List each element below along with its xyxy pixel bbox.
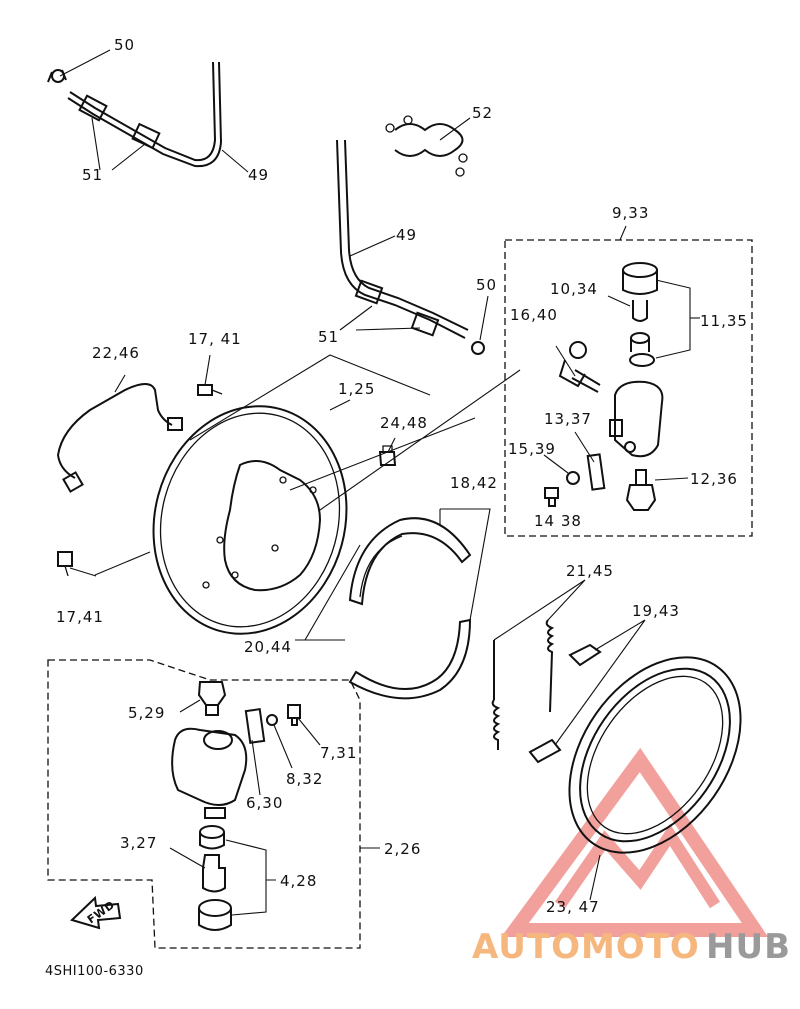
label-16-40: 16,40	[510, 306, 558, 324]
label-3-27: 3,27	[120, 834, 157, 852]
brake-shoe-lower	[348, 618, 472, 700]
brake-pipe-upper-left	[47, 61, 223, 168]
diagram-code: 4SHI100-6330	[45, 964, 144, 979]
label-1-25: 1,25	[338, 380, 375, 398]
label-50-top: 50	[114, 36, 135, 54]
callout-box-2-26	[47, 659, 361, 949]
label-5-29: 5,29	[128, 704, 165, 722]
label-6-30: 6,30	[246, 794, 283, 812]
drum-seal-ring-23	[568, 656, 742, 854]
label-24-48: 24,48	[380, 414, 428, 432]
label-11-35: 11,35	[700, 312, 748, 330]
label-8-32: 8,32	[286, 770, 323, 788]
label-21-45: 21,45	[566, 562, 614, 580]
bleeder-5	[197, 681, 227, 716]
wheel-cylinder-body	[558, 341, 664, 458]
label-51-top: 51	[82, 166, 103, 184]
pipe-clip-52	[385, 115, 468, 177]
label-20-44: 20,44	[244, 638, 292, 656]
bolt-14	[544, 487, 559, 507]
callout-box-9-33	[504, 239, 753, 537]
brake-backing-plate	[152, 405, 348, 635]
label-50-mid: 50	[476, 276, 497, 294]
label-49-mid: 49	[396, 226, 417, 244]
label-12-36: 12,36	[690, 470, 738, 488]
cup-4-bottom	[198, 899, 232, 931]
label-18-42: 18,42	[450, 474, 498, 492]
piston-3	[202, 854, 226, 893]
fwd-arrow-icon: FWD	[70, 895, 122, 930]
brake-shoe-upper	[348, 517, 472, 606]
nut-15	[566, 471, 580, 485]
label-7-31: 7,31	[320, 744, 357, 762]
label-9-33: 9,33	[612, 204, 649, 222]
label-52: 52	[472, 104, 493, 122]
bolt-24	[378, 445, 397, 466]
label-4-28: 4,28	[280, 872, 317, 890]
return-springs-21	[491, 619, 555, 750]
bolt-17-top	[197, 384, 223, 396]
label-51-mid: 51	[318, 328, 339, 346]
label-13-37: 13,37	[544, 410, 592, 428]
label-17-41-top: 17, 41	[188, 330, 242, 348]
plate-6	[244, 708, 266, 744]
watermark-text: AUTOMOTO HUB	[472, 927, 791, 967]
label-22-46: 22,46	[92, 344, 140, 362]
part-number-labels: 50 51 49 52 49 51 50 9,33 10,34 11,35 16…	[56, 36, 748, 916]
wheel-cylinder-2	[171, 727, 248, 819]
label-2-26: 2,26	[384, 840, 421, 858]
brake-pipe-middle	[336, 139, 485, 355]
brake-hose-22	[56, 383, 183, 493]
cylinder-cap-11	[622, 262, 658, 367]
label-17-41-bottom: 17,41	[56, 608, 104, 626]
label-10-34: 10,34	[550, 280, 598, 298]
clip-19-top	[568, 643, 602, 667]
plate-13	[586, 453, 606, 491]
bleeder-screw-12	[625, 469, 657, 511]
label-19-43: 19,43	[632, 602, 680, 620]
label-15-39: 15,39	[508, 440, 556, 458]
clip-19-bottom	[528, 738, 562, 764]
label-14-38: 14 38	[534, 512, 582, 530]
cup-4-top	[199, 825, 225, 850]
watermark-logo	[501, 747, 769, 937]
bolt-17-bottom	[57, 551, 73, 577]
washer-8	[266, 714, 278, 726]
label-23-47: 23, 47	[546, 898, 600, 916]
watermark-text-hub: HUB	[706, 927, 791, 967]
label-49-top: 49	[248, 166, 269, 184]
bolt-7	[287, 704, 301, 726]
watermark-text-automoto: AUTOMOTO	[472, 927, 700, 967]
